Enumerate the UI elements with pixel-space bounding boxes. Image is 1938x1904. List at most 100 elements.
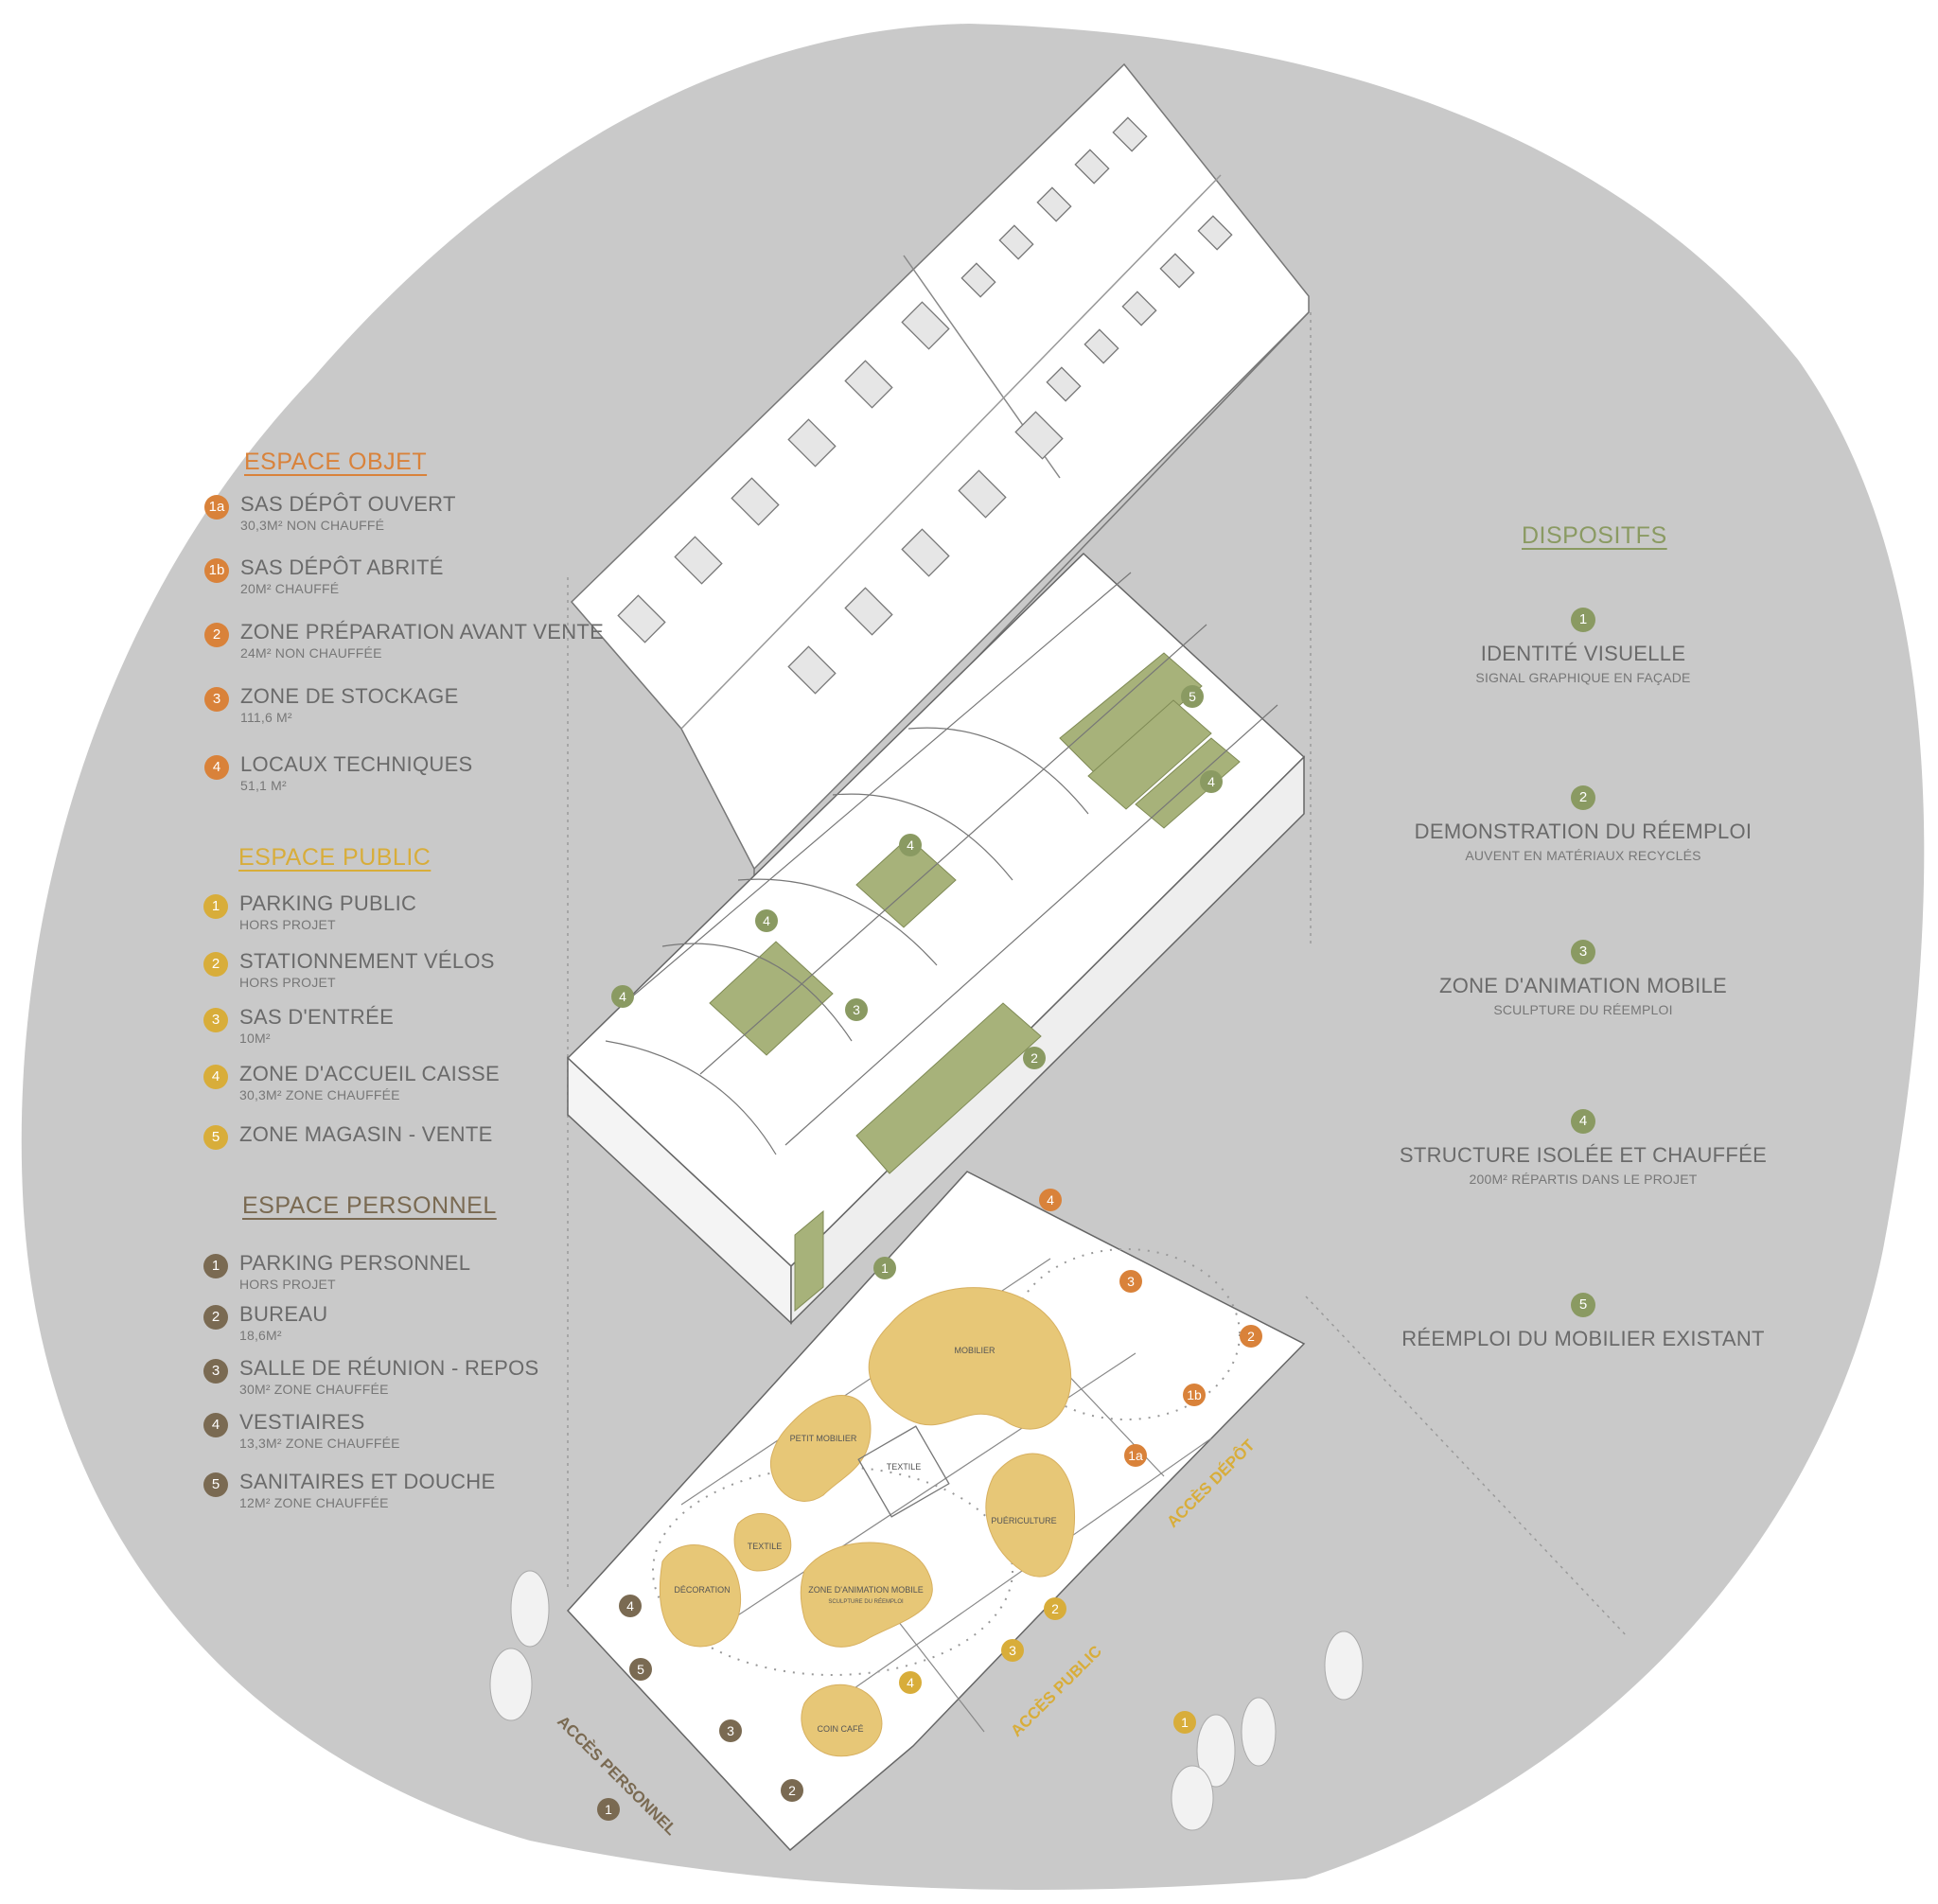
marker-objet-1b: 1b bbox=[1183, 1384, 1206, 1406]
marker-public-1: 1 bbox=[1173, 1711, 1196, 1734]
marker-public-3: 3 bbox=[1001, 1639, 1024, 1662]
item-title: RÉEMPLOI DU MOBILIER EXISTANT bbox=[1401, 1327, 1765, 1350]
marker-dispositif-4a: 4 bbox=[1200, 770, 1223, 793]
trees bbox=[489, 1570, 1364, 1831]
svg-text:3: 3 bbox=[853, 1002, 860, 1017]
item-sub: HORS PROJET bbox=[239, 1277, 336, 1292]
badge-dispositif-5: 5 bbox=[1571, 1293, 1595, 1317]
badge-objet-4: 4 bbox=[204, 755, 229, 780]
legend-right: DISPOSITFS 1 IDENTITÉ VISUELLE SIGNAL GR… bbox=[1365, 0, 1801, 1382]
item-title: IDENTITÉ VISUELLE bbox=[1480, 642, 1686, 665]
item-sub: 30M² ZONE CHAUFFÉE bbox=[239, 1382, 389, 1397]
dispositif-item-5: 5 RÉEMPLOI DU MOBILIER EXISTANT bbox=[1365, 1293, 1801, 1351]
item-title: ZONE D'ACCUEIL CAISSE bbox=[239, 1062, 500, 1085]
item-title: STATIONNEMENT VÉLOS bbox=[239, 949, 495, 973]
item-sub: HORS PROJET bbox=[239, 917, 336, 932]
svg-text:3: 3 bbox=[1127, 1274, 1135, 1289]
item-title: DEMONSTRATION DU RÉEMPLOI bbox=[1414, 820, 1753, 843]
item-title: SANITAIRES ET DOUCHE bbox=[239, 1470, 496, 1493]
badge-public-2: 2 bbox=[203, 952, 228, 977]
marker-dispositif-4c: 4 bbox=[755, 909, 778, 932]
marker-dispositif-1: 1 bbox=[873, 1257, 896, 1279]
label-decoration: DÉCORATION bbox=[674, 1585, 730, 1595]
svg-text:1b: 1b bbox=[1187, 1387, 1202, 1402]
marker-personnel-5: 5 bbox=[629, 1658, 652, 1681]
label-coin-cafe: COIN CAFÉ bbox=[817, 1724, 863, 1734]
label-textile-small: TEXTILE bbox=[748, 1542, 783, 1551]
dispositif-item-1: 1 IDENTITÉ VISUELLE SIGNAL GRAPHIQUE EN … bbox=[1365, 608, 1801, 685]
badge-public-3: 3 bbox=[203, 1008, 228, 1032]
svg-text:4: 4 bbox=[907, 1675, 914, 1690]
svg-text:2: 2 bbox=[1051, 1601, 1059, 1616]
item-sub: 200M² RÉPARTIS DANS LE PROJET bbox=[1469, 1172, 1698, 1187]
legend-left: ESPACE OBJET 1a SAS DÉPÔT OUVERT 30,3M² … bbox=[0, 0, 604, 1533]
marker-public-4: 4 bbox=[899, 1671, 922, 1694]
badge-objet-1a: 1a bbox=[204, 495, 229, 520]
item-title: VESTIAIRES bbox=[239, 1410, 365, 1434]
zone-puericulture bbox=[985, 1453, 1076, 1578]
item-sub: 18,6M² bbox=[239, 1328, 282, 1343]
badge-personnel-2: 2 bbox=[203, 1305, 228, 1330]
zone-textile-box bbox=[857, 1425, 950, 1518]
marker-personnel-3: 3 bbox=[719, 1719, 742, 1742]
svg-text:3: 3 bbox=[727, 1723, 734, 1738]
marker-personnel-2: 2 bbox=[781, 1779, 803, 1802]
item-sub: 24M² NON CHAUFFÉE bbox=[240, 645, 382, 661]
svg-text:2: 2 bbox=[1031, 1050, 1038, 1066]
plan-markers: 4 3 2 1b 1a 2 3 4 1 4 5 3 2 1 5 4 4 4 4 … bbox=[597, 685, 1262, 1821]
svg-text:4: 4 bbox=[619, 989, 626, 1004]
badge-personnel-1: 1 bbox=[203, 1254, 228, 1278]
item-sub: 20M² CHAUFFÉ bbox=[240, 581, 340, 596]
zone-petit-mobilier bbox=[769, 1395, 872, 1502]
item-title: LOCAUX TECHNIQUES bbox=[240, 752, 473, 776]
zone-labels: MOBILIER PETIT MOBILIER TEXTILE PUÉRICUL… bbox=[674, 1346, 1056, 1734]
marker-dispositif-5: 5 bbox=[1181, 685, 1204, 708]
badge-dispositif-2: 2 bbox=[1571, 785, 1595, 810]
badge-objet-1b: 1b bbox=[204, 558, 229, 583]
badge-personnel-5: 5 bbox=[203, 1472, 228, 1497]
dispositif-item-4: 4 STRUCTURE ISOLÉE ET CHAUFFÉE 200M² RÉP… bbox=[1365, 1109, 1801, 1187]
svg-text:4: 4 bbox=[763, 913, 770, 928]
espace-public-title: ESPACE PUBLIC bbox=[238, 844, 432, 871]
svg-text:4: 4 bbox=[626, 1598, 634, 1613]
dispositif-item-3: 3 ZONE D'ANIMATION MOBILE SCULPTURE DU R… bbox=[1365, 940, 1801, 1017]
sales-zones bbox=[659, 1287, 1076, 1757]
espace-personnel-title: ESPACE PERSONNEL bbox=[242, 1192, 497, 1219]
item-title: ZONE DE STOCKAGE bbox=[240, 684, 459, 708]
label-animation: ZONE D'ANIMATION MOBILE bbox=[808, 1585, 924, 1595]
badge-public-4: 4 bbox=[203, 1065, 228, 1089]
item-title: PARKING PERSONNEL bbox=[239, 1251, 471, 1275]
item-sub: 30,3M² NON CHAUFFÉ bbox=[240, 518, 385, 533]
item-sub: 12M² ZONE CHAUFFÉE bbox=[239, 1495, 389, 1510]
roof-layer bbox=[570, 62, 1310, 890]
guide-lines bbox=[567, 312, 1629, 1638]
zone-decoration bbox=[659, 1544, 742, 1648]
item-title: ZONE MAGASIN - VENTE bbox=[239, 1122, 493, 1146]
item-sub: 13,3M² ZONE CHAUFFÉE bbox=[239, 1436, 400, 1451]
item-title: SALLE DE RÉUNION - REPOS bbox=[239, 1356, 539, 1380]
svg-text:4: 4 bbox=[1207, 774, 1215, 789]
marker-objet-1a: 1a bbox=[1124, 1444, 1147, 1467]
item-sub: HORS PROJET bbox=[239, 975, 336, 990]
zone-animation bbox=[800, 1542, 933, 1648]
item-sub: AUVENT EN MATÉRIAUX RECYCLÉS bbox=[1465, 848, 1701, 863]
svg-text:4: 4 bbox=[907, 837, 914, 853]
structure-layer bbox=[566, 552, 1306, 1325]
item-sub: 30,3M² ZONE CHAUFFÉE bbox=[239, 1087, 400, 1102]
item-title: PARKING PUBLIC bbox=[239, 891, 417, 915]
svg-text:2: 2 bbox=[1247, 1329, 1255, 1344]
item-sub: SIGNAL GRAPHIQUE EN FAÇADE bbox=[1475, 670, 1691, 685]
badge-objet-3: 3 bbox=[204, 687, 229, 712]
label-animation-sub: SCULPTURE DU RÉEMPLOI bbox=[828, 1598, 904, 1605]
marker-objet-2: 2 bbox=[1240, 1325, 1262, 1348]
svg-text:4: 4 bbox=[1047, 1192, 1054, 1208]
label-puericulture: PUÉRICULTURE bbox=[991, 1516, 1056, 1525]
badge-dispositif-3: 3 bbox=[1571, 940, 1595, 964]
item-title: STRUCTURE ISOLÉE ET CHAUFFÉE bbox=[1399, 1143, 1768, 1167]
marker-dispositif-4b: 4 bbox=[899, 834, 922, 856]
roof-skylights bbox=[617, 116, 1233, 695]
item-title: BUREAU bbox=[239, 1302, 328, 1326]
label-petit-mobilier: PETIT MOBILIER bbox=[790, 1434, 857, 1443]
svg-text:1: 1 bbox=[881, 1261, 889, 1276]
marker-dispositif-4d: 4 bbox=[611, 985, 634, 1008]
